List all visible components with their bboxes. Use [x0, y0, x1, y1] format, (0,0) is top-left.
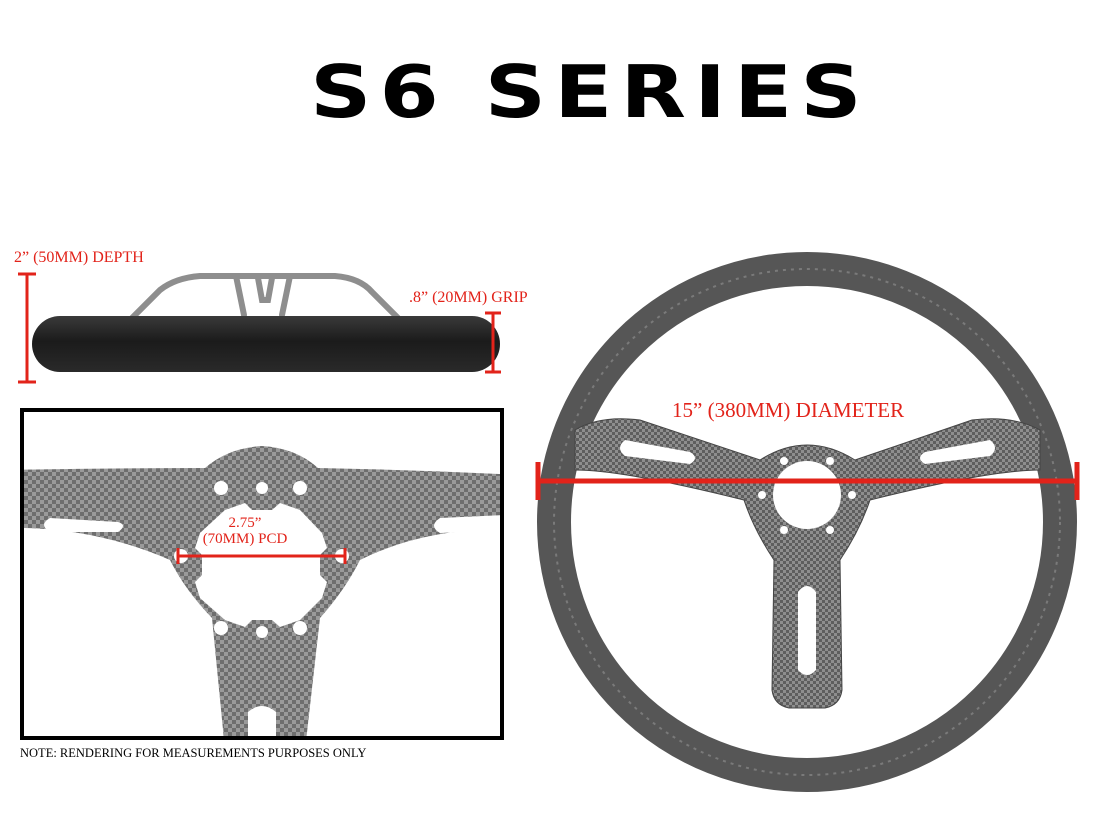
hub-detail-inset — [20, 408, 504, 740]
diameter-dimension-marker — [535, 462, 1080, 500]
depth-dimension-marker — [18, 272, 36, 384]
grip-profile — [32, 316, 500, 372]
pcd-label-line2: (70MM) PCD — [202, 531, 288, 547]
pcd-label: 2.75” (70MM) PCD — [170, 515, 320, 547]
grip-label: .8” (20MM) GRIP — [409, 289, 528, 306]
wheel-hub-center — [758, 457, 856, 534]
side-profile-view — [18, 272, 501, 384]
pcd-dimension-marker — [176, 548, 347, 564]
hub-spokes — [22, 446, 502, 738]
pcd-label-line1: 2.75” — [228, 515, 262, 531]
side-spokes — [129, 273, 401, 321]
wheel-spoke-slots — [620, 440, 995, 675]
depth-label: 2” (50MM) DEPTH — [14, 249, 144, 266]
inset-frame — [20, 408, 504, 740]
grip-dimension-marker — [485, 311, 501, 374]
wheel-spokes — [574, 418, 1041, 709]
measurement-note: NOTE: RENDERING FOR MEASUREMENTS PURPOSE… — [20, 746, 367, 760]
diameter-label: 15” (380MM) DIAMETER — [672, 398, 905, 422]
page-title: S6 SERIES — [310, 50, 870, 134]
